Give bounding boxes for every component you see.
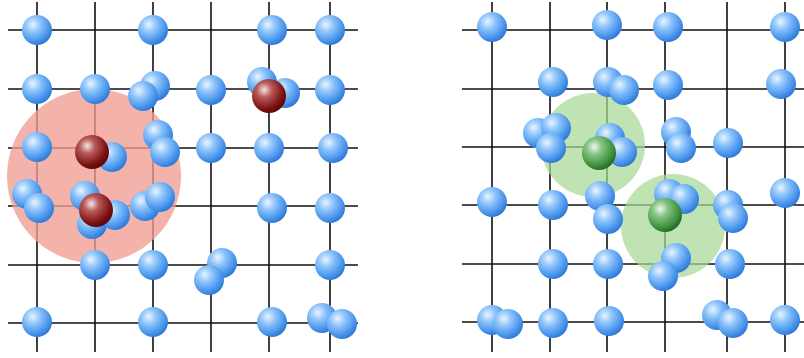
blue-atom xyxy=(594,306,624,336)
blue-atom xyxy=(257,193,287,223)
blue-atom xyxy=(80,74,110,104)
blue-atom xyxy=(766,69,796,99)
red-highlighted-atom xyxy=(75,135,109,169)
blue-atom xyxy=(315,75,345,105)
blue-atom xyxy=(585,181,615,211)
blue-atom xyxy=(718,308,748,338)
blue-atom xyxy=(592,10,622,40)
blue-atom xyxy=(493,309,523,339)
blue-atom xyxy=(257,307,287,337)
left-atoms xyxy=(12,15,357,339)
blue-atom xyxy=(80,250,110,280)
red-highlighted-atom xyxy=(252,79,286,113)
blue-atom xyxy=(770,305,800,335)
blue-atom xyxy=(138,307,168,337)
blue-atom xyxy=(718,203,748,233)
right-grid-lines xyxy=(462,2,804,352)
blue-atom xyxy=(22,132,52,162)
blue-atom xyxy=(653,12,683,42)
blue-atom xyxy=(22,15,52,45)
blue-atom xyxy=(648,261,678,291)
blue-atom xyxy=(593,204,623,234)
blue-atom xyxy=(22,74,52,104)
blue-atom xyxy=(138,250,168,280)
left-grid-lines xyxy=(8,2,358,352)
blue-atom xyxy=(315,250,345,280)
blue-atom xyxy=(315,193,345,223)
blue-atom xyxy=(196,75,226,105)
blue-atom xyxy=(770,178,800,208)
blue-atom xyxy=(538,190,568,220)
green-highlighted-atom xyxy=(582,136,616,170)
blue-atom xyxy=(315,15,345,45)
blue-atom xyxy=(138,15,168,45)
blue-atom xyxy=(715,249,745,279)
blue-atom xyxy=(318,133,348,163)
blue-atom xyxy=(536,133,566,163)
blue-atom xyxy=(128,81,158,111)
blue-atom xyxy=(194,265,224,295)
blue-atom xyxy=(538,308,568,338)
blue-atom xyxy=(145,182,175,212)
blue-atom xyxy=(666,133,696,163)
blue-atom xyxy=(770,12,800,42)
right-lattice-panel xyxy=(462,2,804,352)
blue-atom xyxy=(538,249,568,279)
blue-atom xyxy=(713,128,743,158)
blue-atom xyxy=(653,70,683,100)
green-highlighted-atom xyxy=(648,198,682,232)
blue-atom xyxy=(254,133,284,163)
left-lattice-panel xyxy=(7,2,358,352)
blue-atom xyxy=(609,75,639,105)
blue-atom xyxy=(257,15,287,45)
blue-atom xyxy=(22,307,52,337)
blue-atom xyxy=(24,193,54,223)
blue-atom xyxy=(593,249,623,279)
red-interaction-halo xyxy=(7,89,181,263)
red-highlighted-atom xyxy=(79,193,113,227)
blue-atom xyxy=(477,12,507,42)
blue-atom xyxy=(477,187,507,217)
blue-atom xyxy=(538,67,568,97)
blue-atom xyxy=(150,137,180,167)
blue-atom xyxy=(196,133,226,163)
blue-atom xyxy=(327,309,357,339)
right-atoms xyxy=(477,10,800,339)
